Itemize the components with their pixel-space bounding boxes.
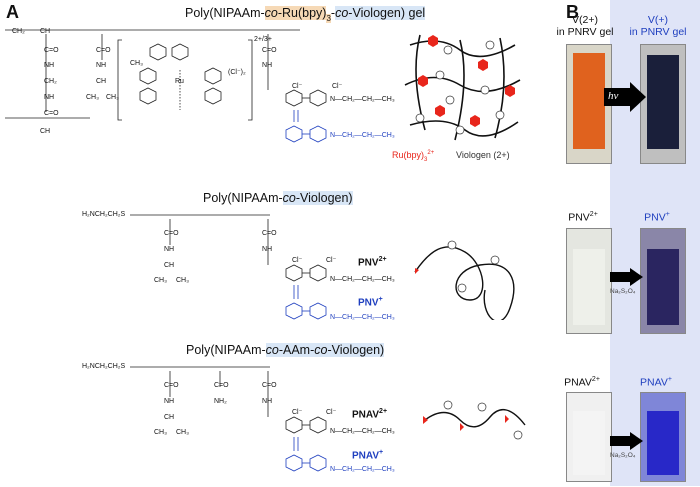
vial-pnav2-fill bbox=[573, 411, 605, 475]
gel-network bbox=[404, 34, 521, 141]
vial4-label: PNV+ bbox=[644, 211, 670, 224]
r1-ch3: CH bbox=[96, 78, 107, 85]
vial-pnv1-fill bbox=[647, 249, 679, 325]
ru-bpy-label: Ru(bpy)32+ bbox=[392, 150, 435, 163]
structure-row3 bbox=[130, 366, 327, 472]
r1-nh2: NH bbox=[44, 94, 55, 101]
r1-cl2: Cl⁻ bbox=[332, 83, 343, 90]
r1-co3: C=O bbox=[96, 47, 111, 54]
r3-co2: C=O bbox=[262, 382, 277, 389]
r1-counter: (Cl⁻)₂ bbox=[228, 69, 246, 76]
vial5-label: PNAV2+ bbox=[564, 376, 600, 389]
panel-letter-b: B bbox=[566, 2, 579, 22]
polymer-chain-row3 bbox=[423, 400, 526, 440]
r3-nh: NH bbox=[164, 398, 175, 405]
r2-co2: C=O bbox=[262, 230, 277, 237]
pnv1-label: PNV+ bbox=[358, 296, 383, 309]
r2-ch3b: CH₃ bbox=[176, 277, 189, 284]
r2-ch: CH bbox=[164, 262, 175, 269]
r3-nh3: NH bbox=[262, 398, 273, 405]
r1-ch3-ru: CH₃ bbox=[130, 60, 143, 67]
r1-ch2: CH₂ bbox=[12, 28, 25, 35]
r1-chain-blue: N—CH₂—CH₂—CH₃ bbox=[330, 132, 395, 139]
pnav1-label: PNAV+ bbox=[352, 449, 384, 462]
r1-ch3-b: CH₃ bbox=[106, 94, 119, 101]
r1-chb: CH bbox=[40, 128, 51, 135]
r2-nh2: NH bbox=[262, 246, 273, 253]
arrow-reduce-pnav bbox=[610, 432, 643, 450]
pnav2-label: PNAV2+ bbox=[352, 408, 388, 421]
vial6-label: PNAV+ bbox=[640, 376, 672, 389]
r1-cl1: Cl⁻ bbox=[292, 83, 303, 90]
structure-row1 bbox=[5, 29, 327, 143]
structure-row2 bbox=[130, 214, 327, 320]
vial-v2-fill bbox=[573, 53, 605, 149]
title-row1: Poly(NIPAAm-co-Ru(bpy)3-co-Viologen) gel bbox=[185, 6, 426, 23]
r1-chain: N—CH₂—CH₂—CH₃ bbox=[330, 96, 395, 103]
pnv2-label: PNV2+ bbox=[358, 256, 387, 269]
reductant-label-pnav: Na₂S₂O₄ bbox=[610, 452, 636, 459]
vial1-label: V(2+)in PNRV gel bbox=[556, 14, 614, 38]
vial-pnv2 bbox=[566, 228, 612, 334]
r2-ch3a: CH₃ bbox=[154, 277, 167, 284]
arrow-reduce-pnv bbox=[610, 268, 643, 286]
r3-nh2: NH₂ bbox=[214, 398, 227, 405]
r2-cl2: Cl⁻ bbox=[326, 257, 337, 264]
r3-cl2: Cl⁻ bbox=[326, 409, 337, 416]
r3-co: C=O bbox=[164, 382, 179, 389]
r1-co: C=O bbox=[44, 47, 59, 54]
r1-charge: 2+/3+ bbox=[254, 36, 272, 43]
viologen-label: Viologen (2+) bbox=[456, 150, 510, 160]
r1-nh: NH bbox=[44, 62, 55, 69]
vial2-label: V(+)in PNRV gel bbox=[629, 14, 687, 38]
ru-hexagons bbox=[418, 35, 515, 127]
polymer-coil-row2 bbox=[414, 240, 515, 320]
reductant-label-pnv: Na₂S₂O₄ bbox=[610, 288, 636, 295]
r1-ch2b: CH₂ bbox=[44, 78, 57, 85]
viologen-circles bbox=[415, 40, 505, 135]
vial3-label: PNV2+ bbox=[568, 211, 598, 224]
r1-nh3: NH bbox=[96, 62, 107, 69]
r1-co2: C=O bbox=[44, 110, 59, 117]
r1-ch: CH bbox=[40, 28, 51, 35]
r2-chain: N—CH₂—CH₂—CH₃ bbox=[330, 276, 395, 283]
r2-co: C=O bbox=[164, 230, 179, 237]
r2-endgroup: H₂NCH₂CH₂S bbox=[82, 211, 126, 218]
panel-letter-a: A bbox=[6, 2, 19, 22]
vial-pnav2 bbox=[566, 392, 612, 482]
vial-pnv2-fill bbox=[573, 249, 605, 325]
r3-chain: N—CH₂—CH₂—CH₃ bbox=[330, 428, 395, 435]
vial-pnav1 bbox=[640, 392, 686, 482]
r2-cl1: Cl⁻ bbox=[292, 257, 303, 264]
r3-chain-blue: N—CH₂—CH₂—CH₃ bbox=[330, 466, 395, 473]
vial-pnav1-fill bbox=[647, 411, 679, 475]
r3-ch3a: CH₃ bbox=[154, 429, 167, 436]
r1-nh4: NH bbox=[262, 62, 273, 69]
vial-pnv1 bbox=[640, 228, 686, 334]
vial-v1-gel bbox=[640, 44, 686, 164]
r3-ch: CH bbox=[164, 414, 175, 421]
r3-co-aam: C=O bbox=[214, 382, 229, 389]
r1-co4: C=O bbox=[262, 47, 277, 54]
r1-ch3-a: CH₃ bbox=[86, 94, 99, 101]
r3-cl1: Cl⁻ bbox=[292, 409, 303, 416]
vial-v1-fill bbox=[647, 55, 679, 149]
r2-chain-blue: N—CH₂—CH₂—CH₃ bbox=[330, 314, 395, 321]
title-row3: Poly(NIPAAm-co-AAm-co-Viologen) bbox=[186, 343, 385, 357]
r2-nh: NH bbox=[164, 246, 175, 253]
r3-ch3b: CH₃ bbox=[176, 429, 189, 436]
r3-endgroup: H₂NCH₂CH₂S bbox=[82, 363, 126, 370]
title-row2: Poly(NIPAAm-co-Viologen) bbox=[203, 191, 353, 205]
arrow-hv bbox=[604, 82, 646, 112]
r1-ru: Ru bbox=[175, 78, 184, 85]
hv-label: hν bbox=[608, 90, 619, 102]
